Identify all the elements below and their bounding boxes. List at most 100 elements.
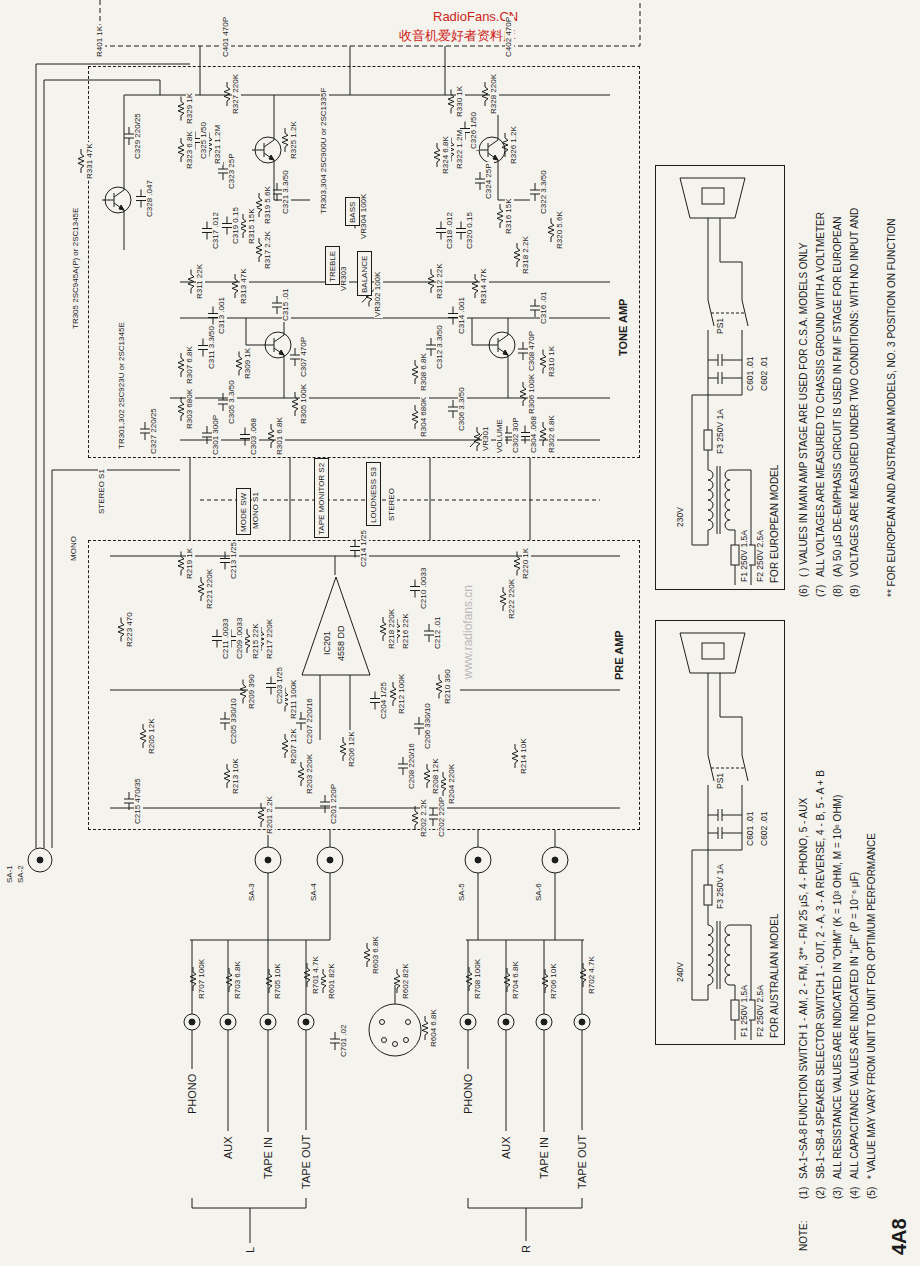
power-label: 240V	[676, 961, 685, 983]
capacitor-plate	[325, 795, 326, 802]
part-label: C324 25P	[485, 162, 494, 200]
part-label: C328 .047	[146, 179, 155, 218]
wire	[306, 873, 330, 940]
part-label: R603 6.8K	[372, 935, 381, 975]
part-label: C402 470P	[505, 16, 514, 58]
part-label: R201 2.2K	[266, 795, 275, 835]
note-text: VOLTAGES ARE MEASURED UNDER TWO CONDITIO…	[849, 207, 860, 578]
capacitor-plate	[475, 179, 485, 180]
wire	[192, 1198, 306, 1208]
capacitor-plate	[330, 1039, 340, 1040]
capacitor-plate	[129, 792, 130, 799]
wire	[508, 318, 509, 335]
capacitor-plate	[202, 433, 212, 434]
capacitor-plate	[375, 703, 376, 710]
resistor-symbol	[224, 82, 230, 106]
wire	[290, 458, 291, 540]
capacitor-plate	[403, 768, 404, 775]
part-label: R304 680K	[420, 396, 429, 438]
capacitor-symbol	[530, 299, 540, 317]
capacitor-plate	[277, 296, 278, 303]
resistor-symbol	[140, 724, 146, 748]
capacitor-plate	[290, 355, 300, 356]
resistor-symbol	[424, 764, 430, 788]
resistor-symbol	[472, 274, 478, 298]
jack-pin	[225, 1019, 231, 1025]
note-text: (6)	[798, 584, 809, 598]
capacitor-plate	[223, 173, 224, 180]
capacitor-plate	[217, 630, 218, 637]
resistor-symbol	[448, 90, 454, 114]
tag-text: BASS	[349, 201, 358, 224]
wire	[102, 200, 114, 201]
control-tag: BALANCE	[357, 251, 372, 296]
capacitor-plate	[207, 233, 208, 240]
resistor-symbol	[178, 353, 184, 377]
part-label: C318 .012	[446, 211, 455, 250]
capacitor-plate	[129, 803, 130, 810]
wire	[506, 940, 507, 1014]
wire	[250, 1208, 251, 1243]
part-label: R305 100K	[300, 383, 309, 425]
part-label: R207 12K	[290, 727, 299, 765]
capacitor-plate	[325, 806, 326, 813]
capacitor-plate	[535, 310, 536, 317]
part-label: C326 1/50	[470, 111, 479, 150]
capacitor-plate	[227, 217, 228, 224]
wire	[720, 466, 721, 534]
wire	[190, 940, 306, 941]
power-label: PS1	[716, 317, 725, 335]
emitter-arrow	[279, 350, 284, 355]
capacitor-plate	[213, 307, 214, 314]
capacitor-symbol	[330, 1032, 340, 1050]
part-label: C313 .001	[218, 296, 227, 335]
section-label: 4558 DD	[337, 624, 347, 662]
wiring	[28, 0, 755, 1243]
part-label: R206 12K	[348, 730, 357, 768]
part-label: C322 3.3/50	[540, 169, 549, 215]
part-label: R301 6.8K	[276, 416, 285, 456]
part-label: R324 6.8K	[442, 135, 451, 175]
jack-label: TAPE IN	[262, 1136, 274, 1180]
capacitor-symbol	[222, 217, 232, 235]
wire	[708, 833, 718, 834]
capacitor-symbol	[220, 712, 230, 730]
plug-symbol	[702, 643, 724, 659]
capacitor-plate	[124, 799, 134, 800]
resistor-symbol	[434, 143, 440, 167]
capacitor-plate	[398, 764, 408, 765]
switch-hub	[552, 857, 558, 863]
capacitor-symbol	[456, 222, 466, 240]
jack-label: AUX	[222, 1135, 234, 1160]
part-label: R302 6.8K	[548, 414, 557, 454]
capacitor-plate	[301, 712, 302, 719]
wire	[274, 348, 284, 355]
capacitor-plate	[424, 631, 434, 632]
capacitor-symbol	[198, 339, 208, 357]
wire	[36, 64, 190, 65]
capacitor-plate	[518, 349, 528, 350]
part-label: R317 2.2K	[264, 230, 273, 270]
part-label: R214 10K	[520, 737, 529, 775]
part-label: R329 1K	[186, 92, 195, 125]
part-label: C209 .0033	[236, 617, 245, 660]
switch-hub	[475, 857, 481, 863]
note-text: ** FOR EUROPEAN AND AUSTRALIAN MODELS, N…	[886, 218, 897, 598]
wire	[720, 921, 721, 989]
din-pin	[404, 1038, 409, 1043]
note-text: (2)	[815, 1186, 826, 1200]
capacitor-plate	[433, 808, 434, 815]
part-label: C320 0.15	[466, 211, 475, 250]
capacitor-plate	[145, 433, 146, 440]
resistor-symbol	[320, 969, 326, 993]
wire	[718, 809, 719, 821]
note-text: ( ) VALUES IN MAIN AMP STAGE ARE USED FO…	[798, 242, 809, 578]
capacitor-plate	[217, 641, 218, 648]
capacitor-symbol	[530, 183, 540, 201]
wire	[582, 940, 583, 1014]
wire	[751, 1020, 752, 1040]
section-label: IC201	[323, 630, 333, 656]
capacitor-plate	[218, 169, 228, 170]
